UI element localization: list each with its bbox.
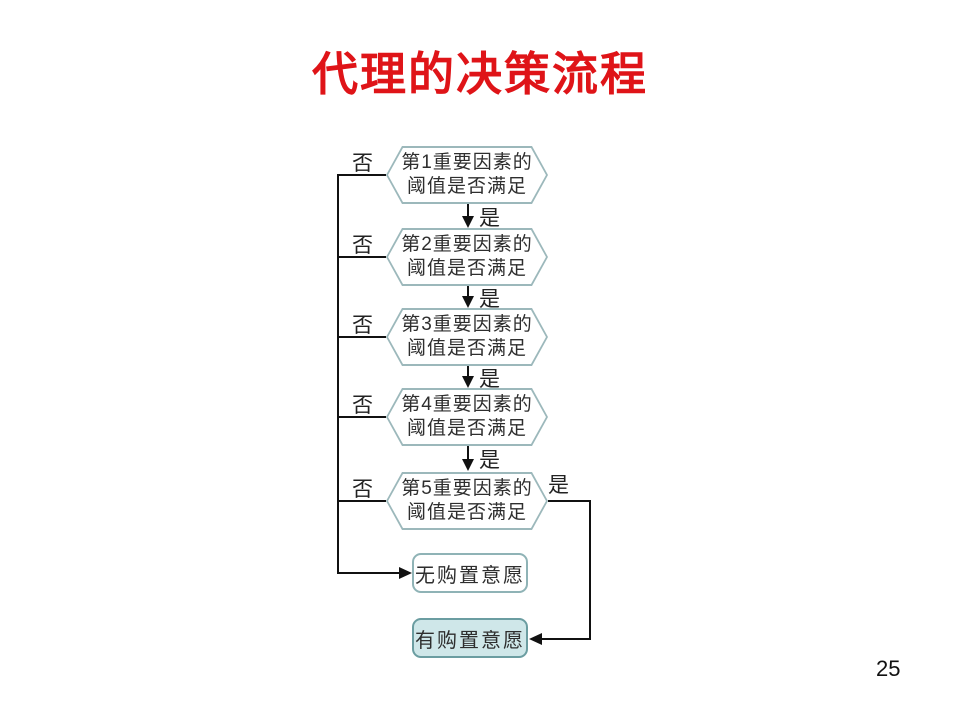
yes-label-5: 是: [548, 474, 569, 497]
yes-connector-1: [467, 204, 469, 218]
no-label-4: 否: [352, 394, 373, 417]
no-outcome-arrowhead: [399, 567, 412, 579]
no-connector-5: [338, 500, 386, 502]
decision-5-text: 第5重要因素的 阈值是否满足: [388, 474, 546, 528]
decision-3-text: 第3重要因素的 阈值是否满足: [388, 310, 546, 364]
slide-title: 代理的决策流程: [312, 48, 648, 100]
no-connector-4: [338, 416, 386, 418]
no-connector-2: [338, 256, 386, 258]
no-label-1: 否: [352, 152, 373, 175]
decision-1-line2: 阈值是否满足: [406, 176, 527, 197]
decision-2-text: 第2重要因素的 阈值是否满足: [388, 230, 546, 284]
decision-hexagon-5: 第5重要因素的 阈值是否满足: [386, 472, 548, 530]
no-connector-1: [338, 174, 386, 176]
decision-4-line1: 第4重要因素的: [401, 394, 533, 415]
yes-label-2: 是: [479, 288, 500, 311]
decision-hexagon-1: 第1重要因素的 阈值是否满足: [386, 146, 548, 204]
no-connector-3: [338, 336, 386, 338]
decision-hexagon-3: 第3重要因素的 阈值是否满足: [386, 308, 548, 366]
yes-label-3: 是: [479, 368, 500, 391]
outcome-purchase-box: 有购置意愿: [412, 618, 528, 658]
yes5-connector-v: [589, 500, 591, 640]
yes-label-4: 是: [479, 449, 500, 472]
no-label-2: 否: [352, 234, 373, 257]
decision-3-line2: 阈值是否满足: [406, 338, 527, 359]
yes5-arrowhead: [529, 633, 542, 645]
decision-1-text: 第1重要因素的 阈值是否满足: [388, 148, 546, 202]
yes5-connector-h2: [541, 638, 591, 640]
page-number: 25: [876, 656, 901, 681]
yes-connector-3: [467, 366, 469, 378]
decision-5-line1: 第5重要因素的: [401, 478, 533, 499]
yes5-connector-h1: [548, 500, 591, 502]
decision-1-line1: 第1重要因素的: [401, 152, 533, 173]
yes-arrowhead-4: [462, 459, 474, 471]
decision-hexagon-4: 第4重要因素的 阈值是否满足: [386, 388, 548, 446]
decision-4-text: 第4重要因素的 阈值是否满足: [388, 390, 546, 444]
decision-5-line2: 阈值是否满足: [406, 502, 527, 523]
no-label-3: 否: [352, 314, 373, 337]
yes-arrowhead-3: [462, 376, 474, 388]
decision-3-line1: 第3重要因素的: [401, 314, 533, 335]
decision-2-line2: 阈值是否满足: [406, 258, 527, 279]
no-outcome-connector: [338, 572, 400, 574]
outcome-no-purchase-label: 无购置意愿: [415, 564, 525, 587]
no-label-5: 否: [352, 478, 373, 501]
no-rail: [337, 174, 339, 574]
outcome-no-purchase-box: 无购置意愿: [412, 553, 528, 593]
decision-hexagon-2: 第2重要因素的 阈值是否满足: [386, 228, 548, 286]
yes-connector-2: [467, 286, 469, 298]
yes-label-1: 是: [479, 207, 500, 230]
yes-arrowhead-1: [462, 216, 474, 228]
yes-arrowhead-2: [462, 296, 474, 308]
yes-connector-4: [467, 446, 469, 461]
decision-2-line1: 第2重要因素的: [401, 234, 533, 255]
decision-4-line2: 阈值是否满足: [406, 418, 527, 439]
outcome-purchase-label: 有购置意愿: [415, 629, 525, 652]
